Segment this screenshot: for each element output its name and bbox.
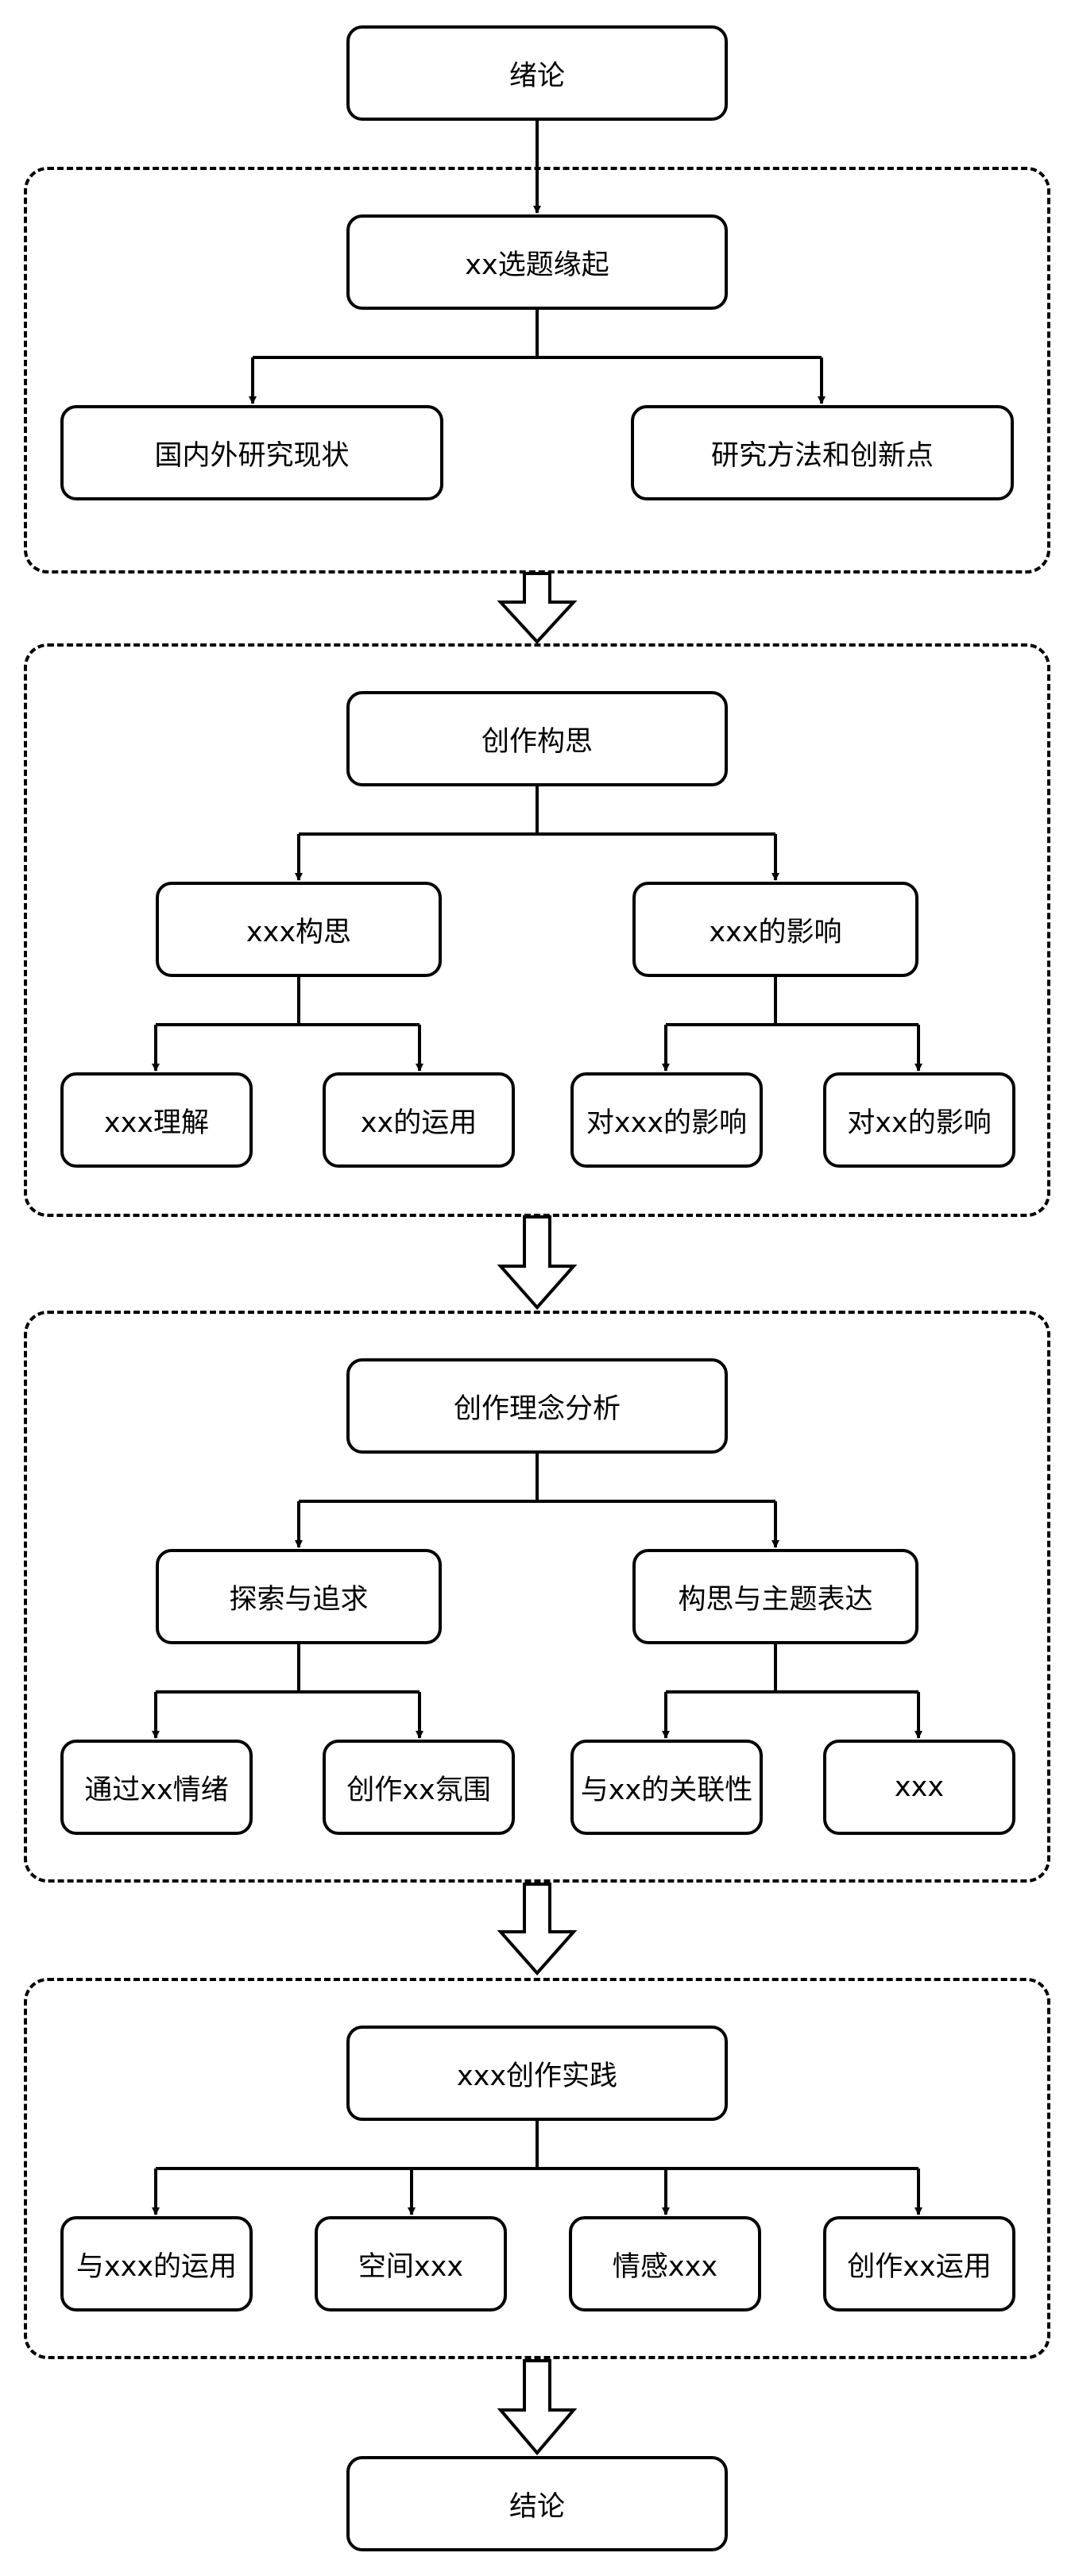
- node-conclusion: 结论: [346, 2456, 728, 2551]
- stage-arrow-4: [497, 2359, 578, 2456]
- stage-group-practice: [24, 1978, 1050, 2359]
- node-xxx-influence: xxx的影响: [632, 882, 918, 977]
- node-idea-analysis: 创作理念分析: [346, 1358, 728, 1454]
- node-space-xxx: 空间xxx: [315, 2216, 507, 2311]
- node-with-xxx-application: 与xxx的运用: [60, 2216, 253, 2311]
- node-methods-innovation: 研究方法和创新点: [631, 405, 1014, 500]
- stage-group-creative-concept: [24, 643, 1050, 1217]
- node-intro: 绪论: [346, 25, 728, 121]
- node-xxx-concept: xxx构思: [156, 882, 442, 977]
- connector-practice-split: [156, 2121, 918, 2170]
- node-influence-on-xx: 对xx的影响: [823, 1072, 1015, 1168]
- stage-group-introduction: [24, 167, 1050, 574]
- node-origin: xx选题缘起: [346, 214, 728, 310]
- node-research-status: 国内外研究现状: [60, 405, 443, 500]
- stage-group-idea-analysis: [24, 1311, 1050, 1883]
- stage-arrow-2: [497, 1215, 578, 1311]
- node-emotion-xxx: 情感xxx: [569, 2216, 761, 2311]
- node-create-xx-atmosphere: 创作xx氛围: [323, 1740, 515, 1835]
- stage-arrow-1: [497, 572, 578, 644]
- connector-exploration-split: [156, 1644, 420, 1694]
- connector-idea-split: [299, 1454, 775, 1503]
- node-exploration: 探索与追求: [156, 1549, 442, 1644]
- node-influence-on-xxx: 对xxx的影响: [570, 1072, 763, 1168]
- node-xx-relevance: 与xx的关联性: [570, 1740, 763, 1835]
- node-create-xx-application: 创作xx运用: [823, 2216, 1015, 2311]
- node-concept-theme: 构思与主题表达: [632, 1549, 918, 1644]
- connector-concept-split: [299, 786, 775, 836]
- node-xxx-understanding: xxx理解: [60, 1072, 253, 1168]
- connector-xxx-concept-split: [156, 977, 420, 1026]
- node-creative-concept: 创作构思: [346, 691, 728, 786]
- node-practice: xxx创作实践: [346, 2026, 728, 2121]
- node-xxx: xxx: [823, 1740, 1015, 1835]
- connector-xxx-influence-split: [666, 977, 918, 1026]
- node-via-xx-emotion: 通过xx情绪: [60, 1740, 253, 1835]
- stage-arrow-3: [497, 1883, 578, 1976]
- connector-theme-split: [666, 1644, 918, 1694]
- node-xx-application: xx的运用: [323, 1072, 515, 1168]
- connector-origin-split: [253, 310, 822, 359]
